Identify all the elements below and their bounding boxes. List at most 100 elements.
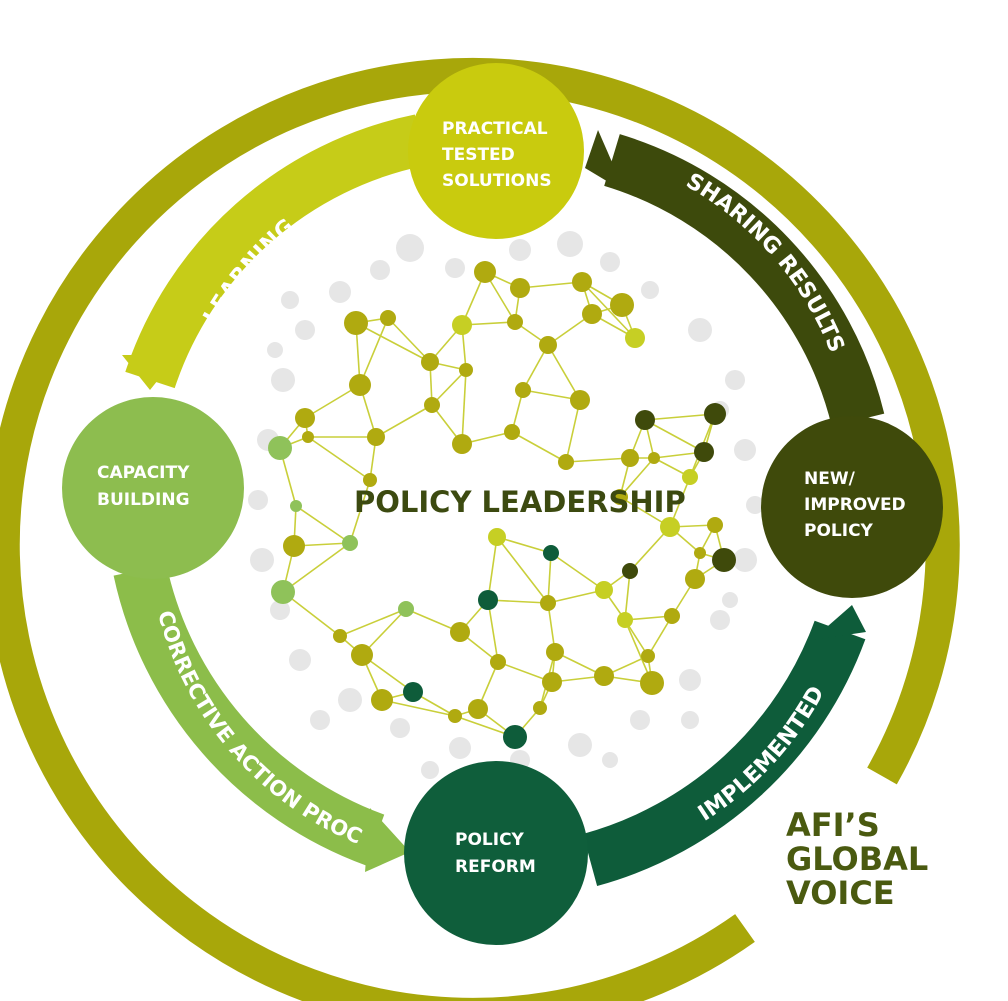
- network-node: [452, 434, 472, 454]
- background-node: [248, 490, 268, 510]
- network-node: [572, 272, 592, 292]
- network-node: [707, 517, 723, 533]
- network-node: [540, 595, 556, 611]
- network-node: [474, 261, 496, 283]
- sharing-results-arrow: SHARING RESULTS: [585, 130, 885, 427]
- network-node: [704, 403, 726, 425]
- center-label-policy-leadership: POLICY LEADERSHIP: [354, 485, 686, 519]
- network-node: [542, 672, 562, 692]
- network-node: [612, 489, 628, 505]
- background-node: [733, 548, 757, 572]
- network-node: [510, 278, 530, 298]
- network-link: [307, 436, 371, 481]
- implemented-label: IMPLEMENTED: [694, 682, 830, 826]
- network-link: [496, 536, 552, 554]
- network-node: [403, 682, 423, 702]
- network-node: [617, 612, 633, 628]
- network-node: [363, 473, 377, 487]
- network-node: [640, 671, 664, 695]
- network-link: [282, 591, 341, 637]
- network-node: [421, 353, 439, 371]
- practical-line-3: SOLUTIONS: [442, 171, 552, 191]
- network-node: [333, 629, 347, 643]
- network-node: [504, 424, 520, 440]
- background-node: [509, 239, 531, 261]
- network-node: [558, 454, 574, 470]
- network-link: [644, 413, 716, 421]
- network-node: [595, 581, 613, 599]
- background-node: [250, 548, 274, 572]
- network-node: [478, 590, 498, 610]
- network-link: [295, 505, 351, 544]
- network-node: [468, 699, 488, 719]
- network-node: [302, 431, 314, 443]
- new-policy-line-2: IMPROVED: [804, 495, 906, 515]
- network-sphere: [248, 231, 764, 779]
- network-node: [539, 336, 557, 354]
- background-node: [338, 688, 362, 712]
- network-node: [371, 689, 393, 711]
- network-node: [594, 666, 614, 686]
- new-policy-line-3: POLICY: [804, 521, 874, 541]
- network-node: [546, 643, 564, 661]
- network-link: [487, 599, 499, 663]
- network-node: [641, 649, 655, 663]
- background-node: [267, 342, 283, 358]
- network-link: [339, 608, 407, 637]
- background-node: [641, 281, 659, 299]
- background-node: [688, 318, 712, 342]
- network-node: [507, 314, 523, 330]
- network-node: [712, 548, 736, 572]
- network-link: [381, 699, 456, 717]
- network-node: [582, 304, 602, 324]
- network-node: [488, 528, 506, 546]
- practical-line-1: PRACTICAL: [442, 119, 548, 139]
- network-node: [543, 545, 559, 561]
- network-node: [380, 310, 396, 326]
- background-node: [725, 370, 745, 390]
- network-node: [290, 500, 302, 512]
- network-node: [648, 452, 660, 464]
- network-node: [342, 535, 358, 551]
- background-node: [281, 291, 299, 309]
- network-link: [282, 542, 351, 593]
- network-node: [424, 397, 440, 413]
- voice-line-1: AFI’S: [786, 806, 880, 844]
- policy-reform-line-1: POLICY: [455, 830, 525, 850]
- network-node: [570, 390, 590, 410]
- network-link: [511, 431, 567, 463]
- background-node: [396, 234, 424, 262]
- background-node: [681, 711, 699, 729]
- network-node: [344, 311, 368, 335]
- network-node: [635, 410, 655, 430]
- network-node: [459, 363, 473, 377]
- background-node: [568, 733, 592, 757]
- outer-ring-arc: [0, 57, 960, 1001]
- capacity-line-2: BUILDING: [97, 490, 190, 510]
- network-link: [349, 479, 371, 544]
- network-node: [490, 654, 506, 670]
- network-node: [452, 315, 472, 335]
- practical-tested-solutions-node: PRACTICAL TESTED SOLUTIONS: [408, 63, 584, 239]
- network-link: [547, 589, 605, 604]
- network-link: [487, 599, 549, 604]
- network-node: [398, 601, 414, 617]
- afi-global-voice-label: AFI’S GLOBAL VOICE: [786, 806, 928, 912]
- network-link: [461, 369, 467, 445]
- background-node: [679, 669, 701, 691]
- background-node: [630, 710, 650, 730]
- background-node: [445, 258, 465, 278]
- capacity-line-1: CAPACITY: [97, 463, 190, 483]
- background-node: [310, 710, 330, 730]
- background-node: [271, 368, 295, 392]
- network-node: [450, 622, 470, 642]
- network-node: [694, 547, 706, 559]
- network-node: [682, 469, 698, 485]
- background-node: [557, 231, 583, 257]
- background-node: [370, 260, 390, 280]
- background-node: [329, 281, 351, 303]
- network-node: [664, 608, 680, 624]
- network-node: [271, 580, 295, 604]
- background-node: [602, 752, 618, 768]
- network-link: [496, 536, 549, 604]
